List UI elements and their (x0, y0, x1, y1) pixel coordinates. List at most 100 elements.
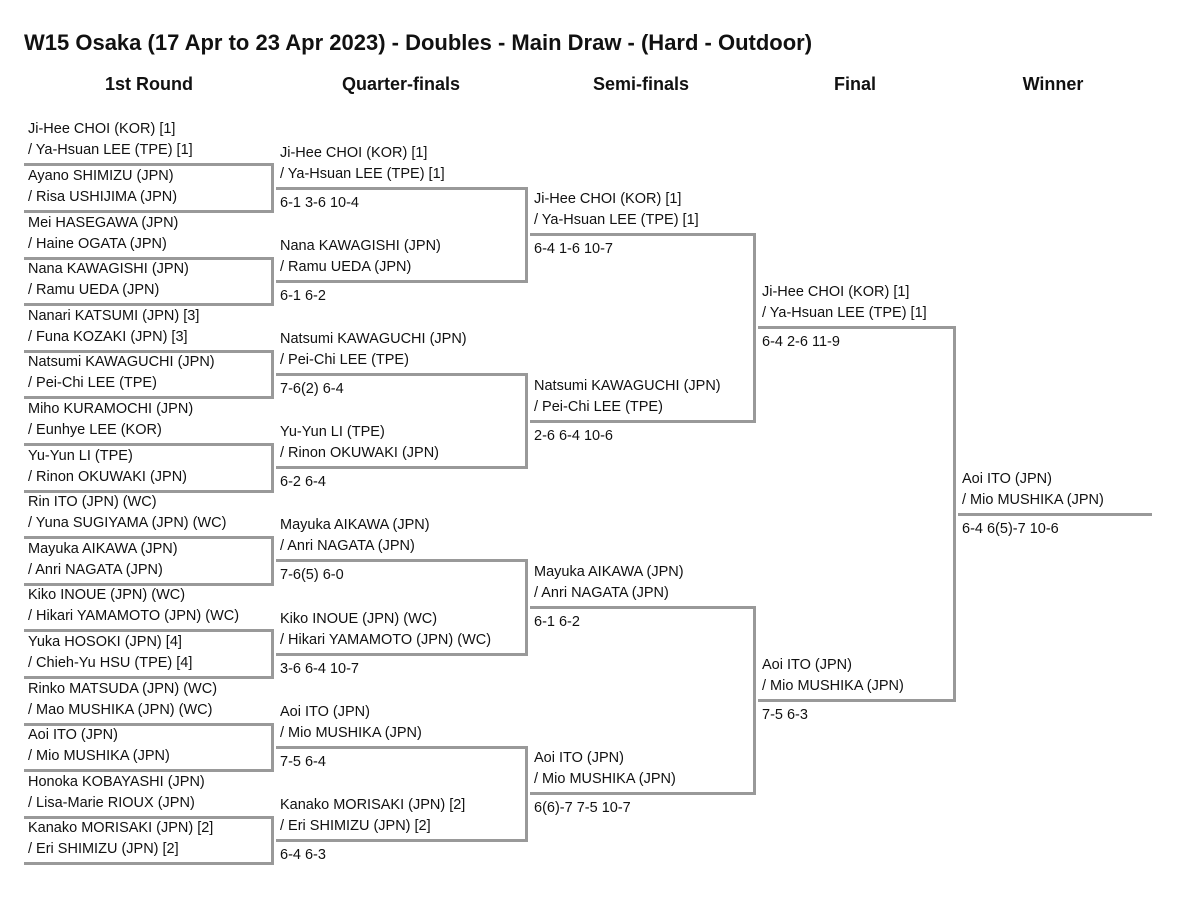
first-round-line-8 (24, 489, 274, 493)
first-round-connector-6 (271, 629, 274, 679)
round-header-5: Winner (1022, 74, 1084, 94)
quarter-finals-team-2-line2: / Ramu UEDA (JPN) (280, 258, 412, 275)
quarter-finals-team-6-line2: / Hikari YAMAMOTO (JPN) (WC) (280, 631, 492, 648)
first-round-team-14-line1: Aoi ITO (JPN) (28, 727, 118, 744)
first-round-team-7-line2: / Eunhye LEE (KOR) (28, 421, 162, 438)
first-round-team-3-line2: / Haine OGATA (JPN) (28, 235, 167, 252)
final-team-1-line2: / Ya-Hsuan LEE (TPE) [1] (762, 305, 927, 322)
quarter-finals-score-4: 6-2 6-4 (280, 474, 326, 491)
quarter-finals-team-8-line2: / Eri SHIMIZU (JPN) [2] (280, 818, 431, 834)
first-round-team-11-line1: Kiko INOUE (JPN) (WC) (28, 587, 186, 604)
first-round-team-12-line2: / Chieh-Yu HSU (TPE) [4] (28, 654, 193, 671)
first-round-team-1-line1: Ji-Hee CHOI (KOR) [1] (28, 121, 176, 138)
first-round-team-16-line1: Kanako MORISAKI (JPN) [2] (28, 820, 214, 837)
quarter-finals-line-7 (276, 745, 528, 749)
semi-finals-score-2: 2-6 6-4 10-6 (534, 427, 613, 444)
quarter-finals-team-2-line1: Nana KAWAGISHI (JPN) (280, 237, 441, 254)
first-round-line-4 (24, 303, 274, 307)
quarter-finals-team-8-line1: Kanako MORISAKI (JPN) [2] (280, 797, 466, 813)
quarter-finals-connector-1 (525, 186, 528, 283)
quarter-finals-connector-4 (525, 745, 528, 842)
semi-finals-score-3: 6-1 6-2 (534, 614, 580, 630)
quarter-finals-team-5-line1: Mayuka AIKAWA (JPN) (280, 517, 430, 534)
first-round-team-12-line1: Yuka HOSOKI (JPN) [4] (28, 633, 182, 650)
semi-finals-score-4: 6(6)-7 7-5 10-7 (534, 800, 631, 817)
first-round-line-9 (24, 536, 274, 540)
semi-finals-line-1 (530, 233, 756, 237)
round-header-3: Semi-finals (592, 74, 690, 94)
first-round-team-15-line1: Honoka KOBAYASHI (JPN) (28, 773, 205, 790)
first-round-team-6-line1: Natsumi KAWAGUCHI (JPN) (28, 354, 215, 371)
first-round-team-4-line2: / Ramu UEDA (JPN) (28, 282, 160, 299)
semi-finals-team-1-line1: Ji-Hee CHOI (KOR) [1] (534, 191, 682, 208)
final-connector-1 (953, 326, 956, 703)
first-round-team-2-line2: / Risa USHIJIMA (JPN) (28, 188, 178, 205)
quarter-finals-team-7-line1: Aoi ITO (JPN) (280, 703, 370, 720)
winner-team-1-line2: / Mio MUSHIKA (JPN) (962, 491, 1104, 508)
quarter-finals-line-8 (276, 839, 528, 842)
first-round-connector-5 (271, 536, 274, 586)
round-header-1: 1st Round (105, 74, 193, 94)
semi-finals-connector-1 (753, 233, 756, 423)
first-round-line-13 (24, 722, 274, 726)
first-round-team-14-line2: / Mio MUSHIKA (JPN) (28, 748, 170, 765)
first-round-team-16-line2: / Eri SHIMIZU (JPN) [2] (28, 841, 179, 858)
round-header-2: Quarter-finals (341, 74, 461, 94)
quarter-finals-line-6 (276, 652, 528, 656)
semi-finals-connector-2 (753, 606, 756, 796)
first-round-team-13-line2: / Mao MUSHIKA (JPN) (WC) (28, 701, 213, 718)
first-round-team-8-line2: / Rinon OKUWAKI (JPN) (28, 468, 187, 485)
quarter-finals-score-8: 6-4 6-3 (280, 847, 326, 863)
quarter-finals-connector-2 (525, 373, 528, 470)
first-round-line-5 (24, 349, 274, 353)
quarter-finals-line-3 (276, 373, 528, 376)
first-round-team-8-line1: Yu-Yun LI (TPE) (28, 447, 133, 464)
first-round-line-6 (24, 396, 274, 400)
quarter-finals-team-3-line1: Natsumi KAWAGUCHI (JPN) (280, 331, 467, 347)
first-round-connector-1 (271, 163, 274, 213)
semi-finals-team-3-line1: Mayuka AIKAWA (JPN) (534, 564, 684, 580)
quarter-finals-team-4-line2: / Rinon OKUWAKI (JPN) (280, 445, 439, 462)
first-round-line-12 (24, 675, 274, 679)
first-round-connector-4 (271, 442, 274, 493)
semi-finals-team-2-line2: / Pei-Chi LEE (TPE) (534, 398, 663, 415)
first-round-team-6-line2: / Pei-Chi LEE (TPE) (28, 375, 157, 392)
first-round-team-9-line1: Rin ITO (JPN) (WC) (28, 494, 157, 511)
first-round-team-2-line1: Ayano SHIMIZU (JPN) (28, 167, 174, 184)
first-round-team-3-line1: Mei HASEGAWA (JPN) (28, 214, 179, 231)
semi-finals-team-3-line2: / Anri NAGATA (JPN) (534, 585, 669, 601)
quarter-finals-score-6: 3-6 6-4 10-7 (280, 660, 359, 677)
quarter-finals-score-7: 7-5 6-4 (280, 753, 326, 770)
first-round-team-9-line2: / Yuna SUGIYAMA (JPN) (WC) (28, 515, 227, 532)
quarter-finals-team-1-line1: Ji-Hee CHOI (KOR) [1] (280, 144, 428, 161)
final-line-1 (758, 326, 956, 330)
final-team-2-line1: Aoi ITO (JPN) (762, 657, 852, 674)
semi-finals-team-4-line2: / Mio MUSHIKA (JPN) (534, 771, 676, 788)
first-round-team-13-line1: Rinko MATSUDA (JPN) (WC) (28, 680, 218, 697)
page-title: W15 Osaka (17 Apr to 23 Apr 2023) - Doub… (24, 30, 813, 55)
first-round-team-15-line2: / Lisa-Marie RIOUX (JPN) (28, 794, 195, 811)
first-round-team-1-line2: / Ya-Hsuan LEE (TPE) [1] (28, 142, 193, 159)
quarter-finals-team-5-line2: / Anri NAGATA (JPN) (280, 538, 415, 555)
quarter-finals-line-5 (276, 559, 528, 563)
first-round-line-10 (24, 582, 274, 586)
first-round-line-7 (24, 442, 274, 446)
first-round-team-5-line1: Nanari KATSUMI (JPN) [3] (28, 307, 200, 324)
semi-finals-line-2 (530, 419, 756, 423)
quarter-finals-team-7-line2: / Mio MUSHIKA (JPN) (280, 724, 422, 741)
first-round-team-10-line1: Mayuka AIKAWA (JPN) (28, 540, 178, 557)
quarter-finals-line-2 (276, 279, 528, 283)
final-score-2: 7-5 6-3 (762, 707, 808, 724)
quarter-finals-score-3: 7-6(2) 6-4 (280, 381, 344, 397)
final-line-2 (758, 699, 956, 703)
first-round-line-14 (24, 769, 274, 773)
first-round-line-1 (24, 163, 274, 167)
first-round-connector-8 (271, 815, 274, 866)
first-round-line-3 (24, 256, 274, 260)
final-team-1-line1: Ji-Hee CHOI (KOR) [1] (762, 284, 910, 301)
first-round-line-16 (24, 862, 274, 866)
quarter-finals-score-1: 6-1 3-6 10-4 (280, 194, 359, 211)
winner-score-1: 6-4 6(5)-7 10-6 (962, 520, 1059, 537)
final-score-1: 6-4 2-6 11-9 (762, 334, 840, 351)
quarter-finals-connector-3 (525, 559, 528, 656)
